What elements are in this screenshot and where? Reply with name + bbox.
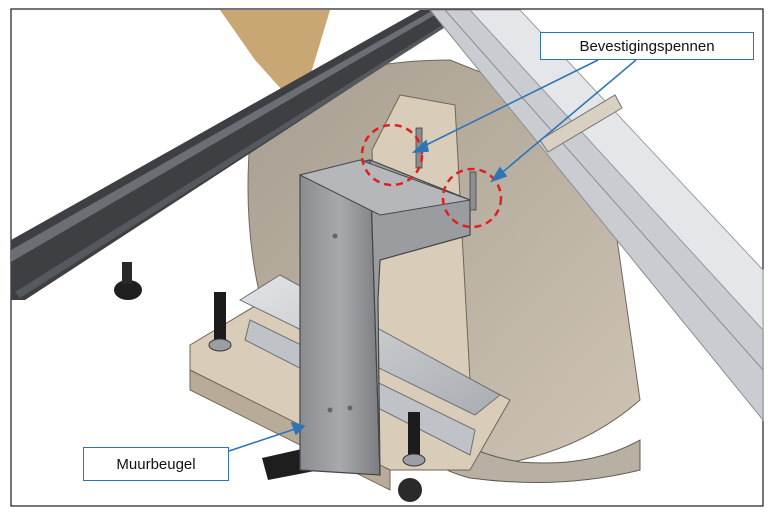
arrow-to-pin-1 bbox=[419, 59, 599, 149]
arrow-to-pin-2 bbox=[497, 59, 637, 177]
knob-left bbox=[114, 262, 142, 300]
pin-highlight-circle-1 bbox=[360, 123, 424, 187]
bolt-left bbox=[208, 292, 232, 352]
callout-arrows bbox=[225, 59, 637, 453]
callout-fixing-pins: Bevestigingspennen bbox=[540, 32, 754, 60]
callout-wall-bracket: Muurbeugel bbox=[83, 447, 229, 481]
pin-highlight-circle-2 bbox=[441, 167, 503, 229]
bolt-right bbox=[402, 412, 426, 467]
wheel bbox=[398, 478, 422, 502]
pin-right bbox=[469, 171, 477, 211]
handle bbox=[539, 94, 623, 153]
arrow-to-bracket bbox=[225, 427, 299, 453]
